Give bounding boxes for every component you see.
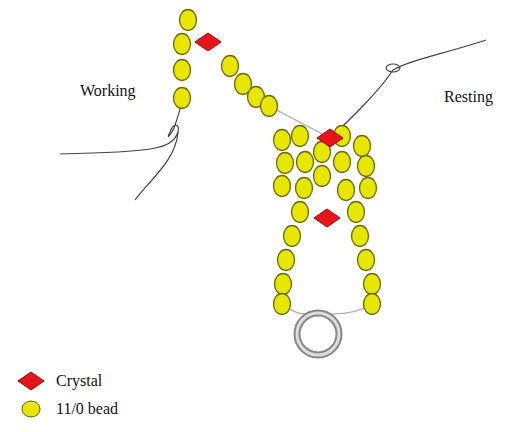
legend-swatch-frame	[16, 397, 46, 421]
crystal-bead	[314, 209, 340, 227]
seed-bead	[358, 156, 375, 177]
seed-bead	[284, 226, 301, 247]
legend-swatch-frame	[16, 369, 46, 393]
seed-bead	[314, 166, 331, 187]
seed-bead	[364, 294, 381, 315]
seed-bead	[222, 56, 239, 77]
seed-bead	[180, 10, 197, 31]
seed-bead	[278, 250, 295, 271]
thread-label: Resting	[444, 88, 493, 106]
seed-bead	[274, 130, 291, 151]
seed-bead	[348, 202, 365, 223]
seed-bead	[277, 153, 294, 174]
seed-bead	[354, 136, 371, 157]
legend-swatch	[22, 401, 40, 417]
seed-bead	[334, 152, 351, 173]
seed-bead	[292, 202, 309, 223]
crystal-bead	[195, 33, 221, 51]
seed-bead	[364, 274, 381, 295]
thread-label: Working	[80, 82, 136, 100]
seed-bead	[275, 274, 292, 295]
seed-bead	[360, 178, 377, 199]
seed-bead	[358, 250, 375, 271]
seed-bead	[297, 152, 314, 173]
seed-bead	[274, 176, 291, 197]
seed-bead	[338, 180, 355, 201]
seed-bead	[296, 178, 313, 199]
crystal-bead	[317, 129, 343, 147]
seed-bead	[292, 126, 309, 147]
seed-bead	[174, 60, 191, 81]
seed-bead	[174, 88, 191, 109]
seed-bead	[352, 226, 369, 247]
seed-bead	[174, 34, 191, 55]
legend-swatch	[18, 372, 44, 390]
legend-text: 11/0 bead	[56, 400, 118, 418]
seed-bead	[274, 294, 291, 315]
seed-bead	[261, 96, 278, 117]
legend-text: Crystal	[56, 372, 102, 390]
